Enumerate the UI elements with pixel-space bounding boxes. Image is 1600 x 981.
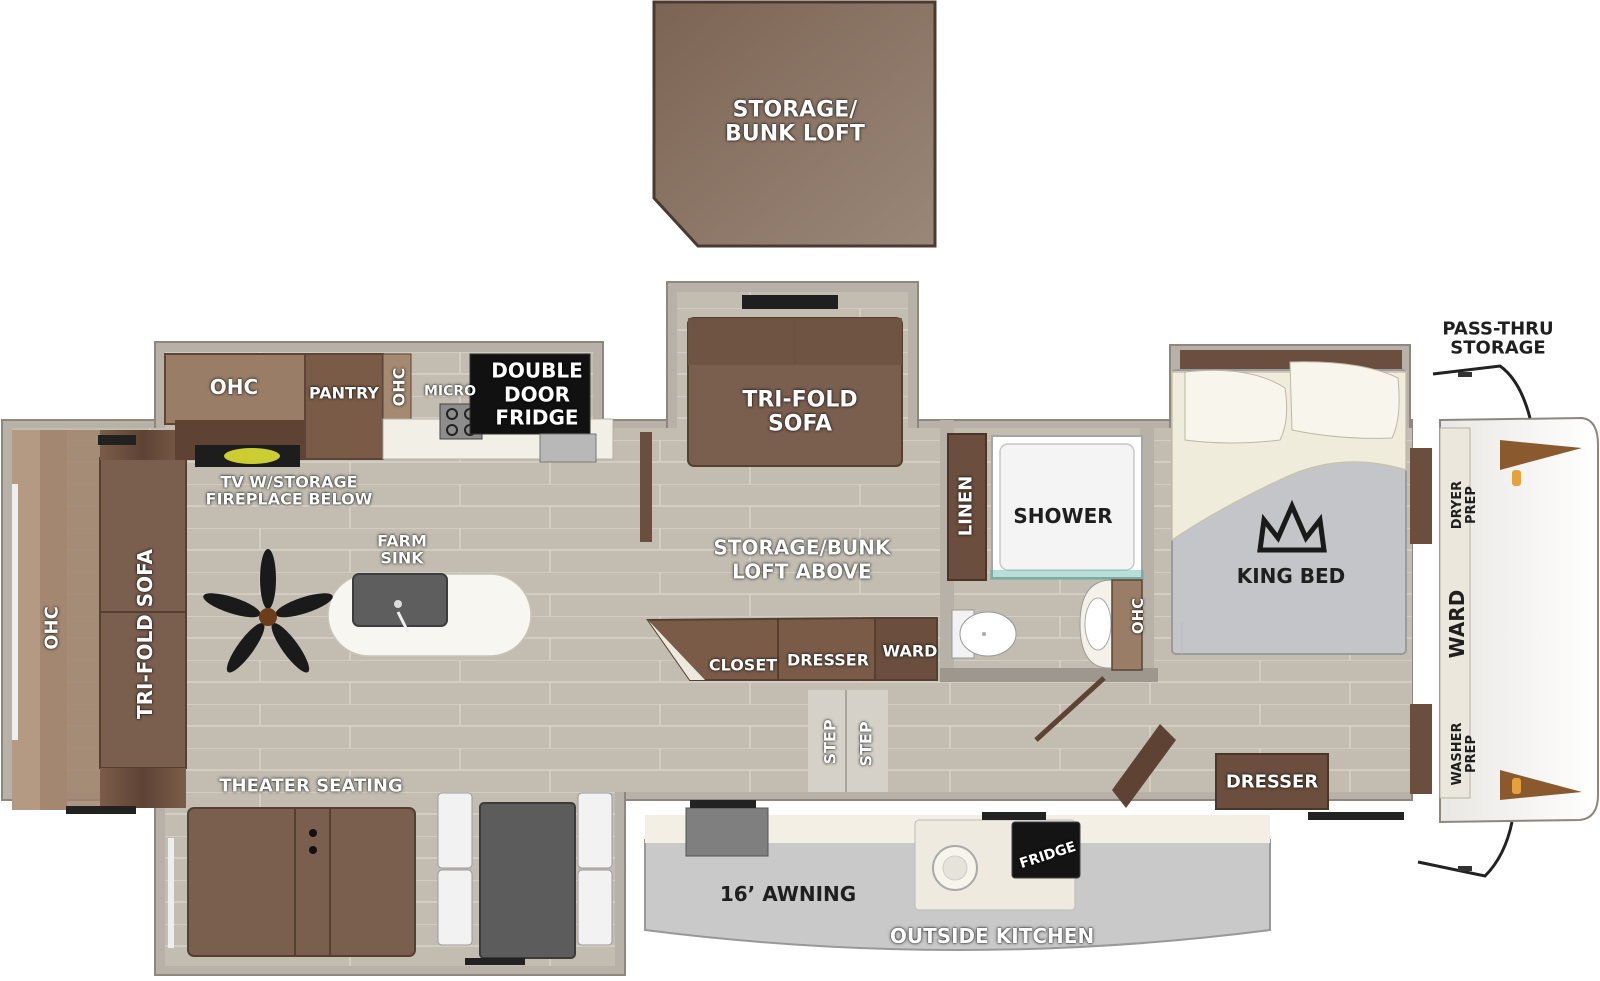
label-king-bed: KING BED <box>1236 564 1346 589</box>
outdoor-grill <box>685 807 769 857</box>
label-shower: SHOWER <box>1013 504 1113 529</box>
theater-seating <box>187 807 416 957</box>
storage-loft-box <box>652 0 937 248</box>
label-tv-fireplace: TV W/STORAGE FIREPLACE BELOW <box>205 472 373 509</box>
label-closet: CLOSET <box>708 655 778 675</box>
ceiling-fan-icon <box>203 549 333 673</box>
dinette-table <box>479 802 576 959</box>
label-awning: 16’ AWNING <box>719 882 857 907</box>
label-washer-prep: WASHER PREP <box>1449 722 1479 786</box>
label-step-2: STEP <box>856 721 876 767</box>
pantry-cabinet <box>304 353 384 460</box>
crown-logo-icon <box>1257 499 1327 553</box>
label-micro: MICRO <box>423 383 477 400</box>
label-ohc-small: OHC <box>389 367 409 407</box>
label-ward-right: WARD <box>1445 589 1470 659</box>
entry-steps <box>808 690 888 792</box>
bed-dresser <box>1215 753 1329 810</box>
farm-sink <box>352 573 448 627</box>
label-ohc-bath: OHC <box>1128 597 1147 635</box>
label-storage-bunk-loft-above: STORAGE/BUNK LOFT ABOVE <box>713 535 891 584</box>
label-dresser-mid: DRESSER <box>786 650 870 670</box>
label-step-1: STEP <box>820 719 840 765</box>
label-double-door-fridge: DOUBLE DOOR FRIDGE <box>491 358 583 430</box>
front-cap <box>1439 416 1599 824</box>
label-tri-fold-sofa-rear: TRI-FOLD SOFA <box>133 548 158 720</box>
double-door-fridge <box>469 353 591 435</box>
pass-thru-storage <box>1432 364 1532 419</box>
bath-ohc <box>1111 579 1143 671</box>
label-ward-mid: WARD <box>882 641 938 661</box>
label-storage-bunk-loft: STORAGE/ BUNK LOFT <box>725 97 865 146</box>
label-linen: LINEN <box>955 475 977 537</box>
label-pantry: PANTRY <box>309 383 379 403</box>
label-tri-fold-sofa-slide: TRI-FOLD SOFA <box>742 387 858 436</box>
label-theater-seating: THEATER SEATING <box>219 775 403 797</box>
label-rear-ohc: OHC <box>41 606 63 650</box>
label-farm-sink: FARM SINK <box>377 531 427 568</box>
label-pass-thru-storage: PASS-THRU STORAGE <box>1442 318 1554 359</box>
label-kitchen-ohc: OHC <box>209 375 259 400</box>
label-dryer-prep: DRYER PREP <box>1449 480 1479 530</box>
toilet-icon <box>951 609 1017 659</box>
label-outside-kitchen: OUTSIDE KITCHEN <box>889 924 1095 949</box>
label-dresser-bed: DRESSER <box>1225 771 1319 793</box>
ohc-small-cabinet <box>382 353 412 420</box>
bath-sink-icon <box>1079 579 1113 669</box>
outdoor-fridge <box>1011 821 1081 879</box>
ward-panel <box>1439 427 1471 799</box>
linen-cabinet <box>947 433 987 581</box>
